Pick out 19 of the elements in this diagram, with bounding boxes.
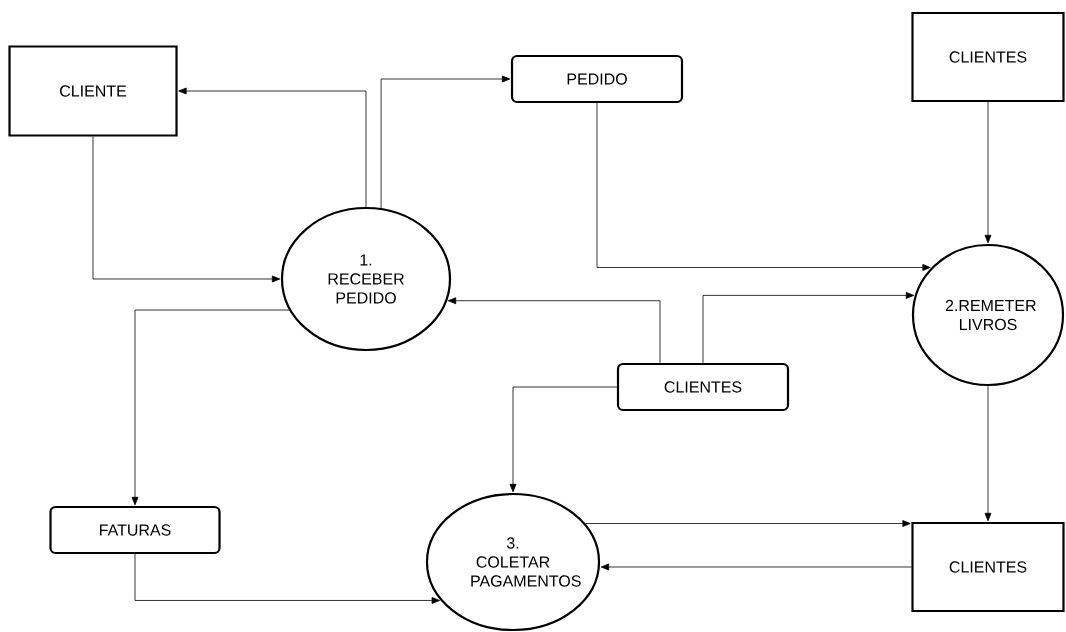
- entity-box: CLIENTES: [911, 11, 1065, 103]
- data-store-box: FATURAS: [49, 505, 221, 555]
- data-store-box: PEDIDO: [510, 54, 684, 104]
- arrow: [984, 101, 992, 244]
- arrow: [134, 553, 440, 604]
- arrow: [447, 297, 661, 364]
- arrow: [600, 563, 912, 571]
- arrow: [596, 102, 931, 271]
- arrow: [584, 520, 911, 527]
- arrow: [702, 292, 915, 364]
- arrow: [509, 386, 618, 493]
- entity-box: CLIENTES: [911, 521, 1065, 613]
- data-store-box: CLIENTES: [616, 362, 790, 412]
- arrow: [380, 75, 511, 209]
- arrow: [92, 136, 281, 283]
- arrow: [984, 385, 992, 522]
- arrow: [131, 309, 290, 506]
- entity-box: CLIENTE: [8, 45, 178, 137]
- arrow: [178, 87, 367, 208]
